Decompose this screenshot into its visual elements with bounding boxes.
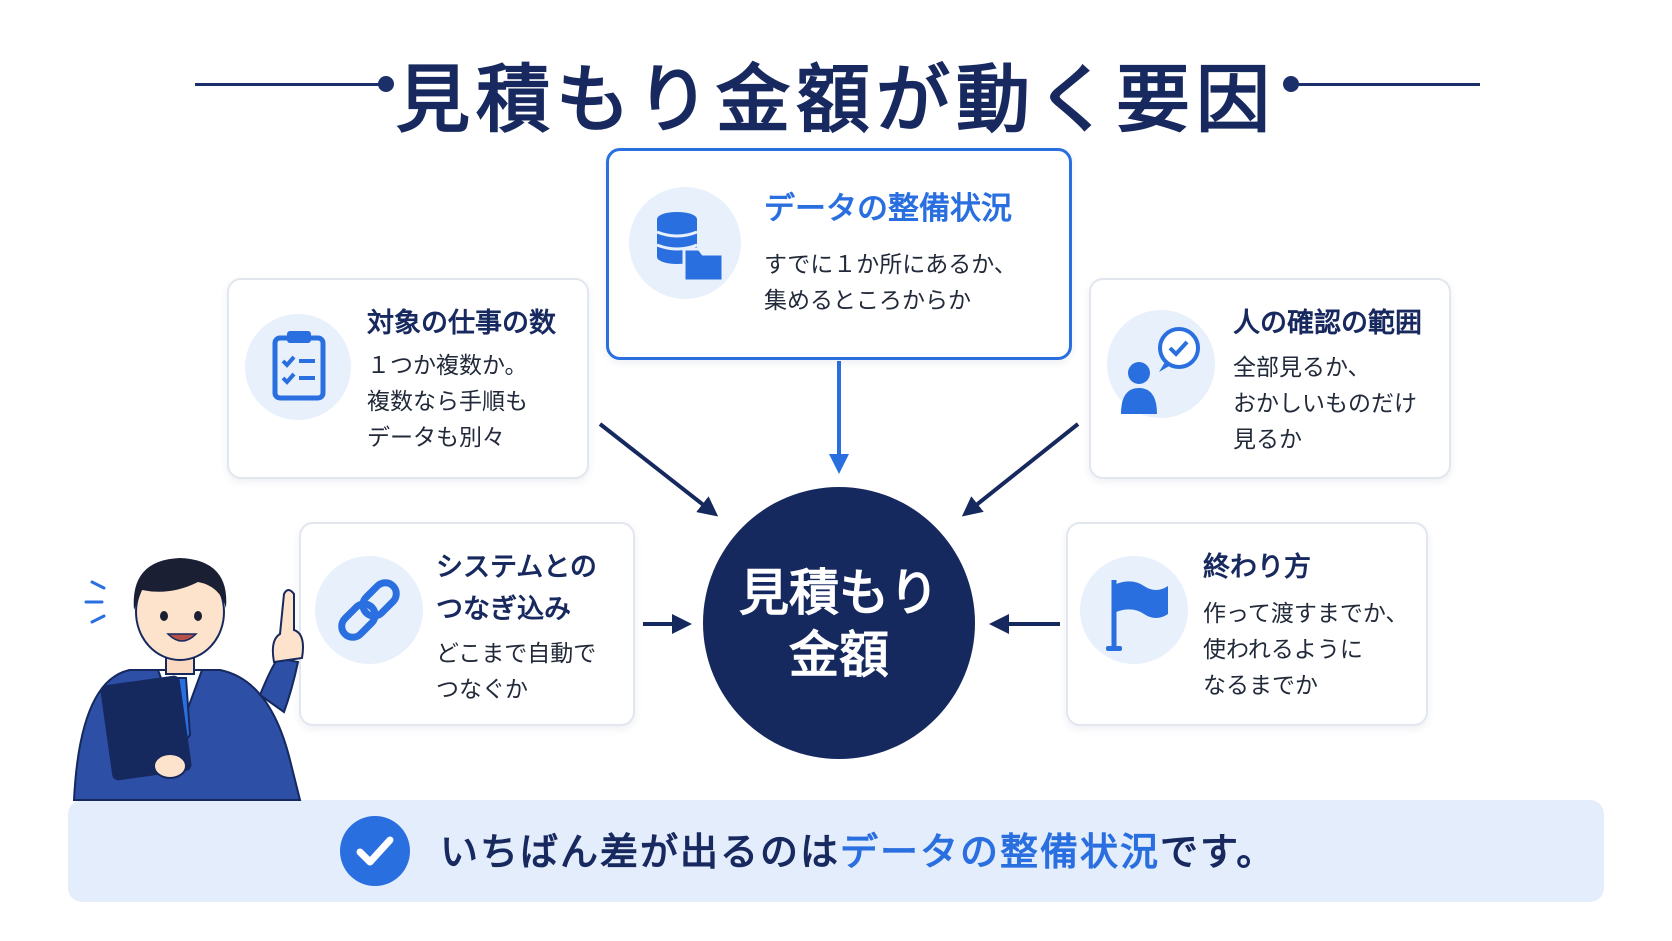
chain-link-icon (315, 556, 423, 664)
card-task-count-title: 対象の仕事の数 (367, 308, 556, 339)
card-system-link: システムとの つなぎ込み どこまで自動で つなぐか (299, 522, 635, 726)
businessman-illustration (72, 558, 304, 801)
center-node: 見積もり 金額 (703, 487, 975, 759)
arrow-upper-right (961, 422, 1080, 517)
card-data-status-title: データの整備状況 (764, 191, 1012, 227)
conclusion-highlight: データの整備状況 (840, 830, 1161, 874)
clipboard-checklist-icon (245, 314, 351, 420)
center-label: 見積もり 金額 (739, 564, 939, 684)
card-finish: 終わり方 作って渡すまでか、 使われるように なるまでか (1066, 522, 1428, 726)
title-right-rule (1290, 83, 1480, 86)
title-left-dot (378, 76, 394, 92)
card-finish-body: 作って渡すまでか、 使われるように なるまでか (1203, 601, 1409, 699)
card-finish-title: 終わり方 (1203, 552, 1311, 583)
card-human-review-body: 全部見るか、 おかしいものだけ 見るか (1233, 355, 1417, 453)
database-folder-icon (629, 187, 741, 299)
card-human-review-title: 人の確認の範囲 (1233, 308, 1422, 339)
card-task-count: 対象の仕事の数 １つか複数か。 複数なら手順も データも別々 (227, 278, 589, 479)
card-human-review: 人の確認の範囲 全部見るか、 おかしいものだけ 見るか (1089, 278, 1451, 479)
card-system-link-body: どこまで自動で つなぐか (436, 641, 597, 703)
conclusion-prefix: いちばん差が出るのは (440, 830, 841, 874)
card-data-status-body: すでに１か所にあるか、 集めるところからか (764, 252, 1017, 314)
title-left-rule (195, 83, 385, 86)
conclusion-bar (68, 800, 1604, 902)
card-system-link-title-line1: システムとの (436, 552, 597, 583)
card-data-status: データの整備状況 すでに１か所にあるか、 集めるところからか (606, 148, 1072, 360)
title-row: 見積もり金額が動く要因 (0, 30, 1672, 143)
conclusion-text: いちばん差が出るのはデータの整備状況です。 (440, 824, 1276, 880)
person-check-bubble-icon (1107, 310, 1215, 418)
check-circle-icon (340, 816, 410, 886)
page-title: 見積もり金額が動く要因 (396, 57, 1276, 143)
flag-icon (1080, 556, 1188, 664)
card-task-count-body: １つか複数か。 複数なら手順も データも別々 (367, 353, 528, 451)
conclusion-suffix: です。 (1160, 830, 1277, 874)
card-system-link-title-line2: つなぎ込み (436, 594, 571, 625)
arrow-upper-left (598, 422, 719, 517)
